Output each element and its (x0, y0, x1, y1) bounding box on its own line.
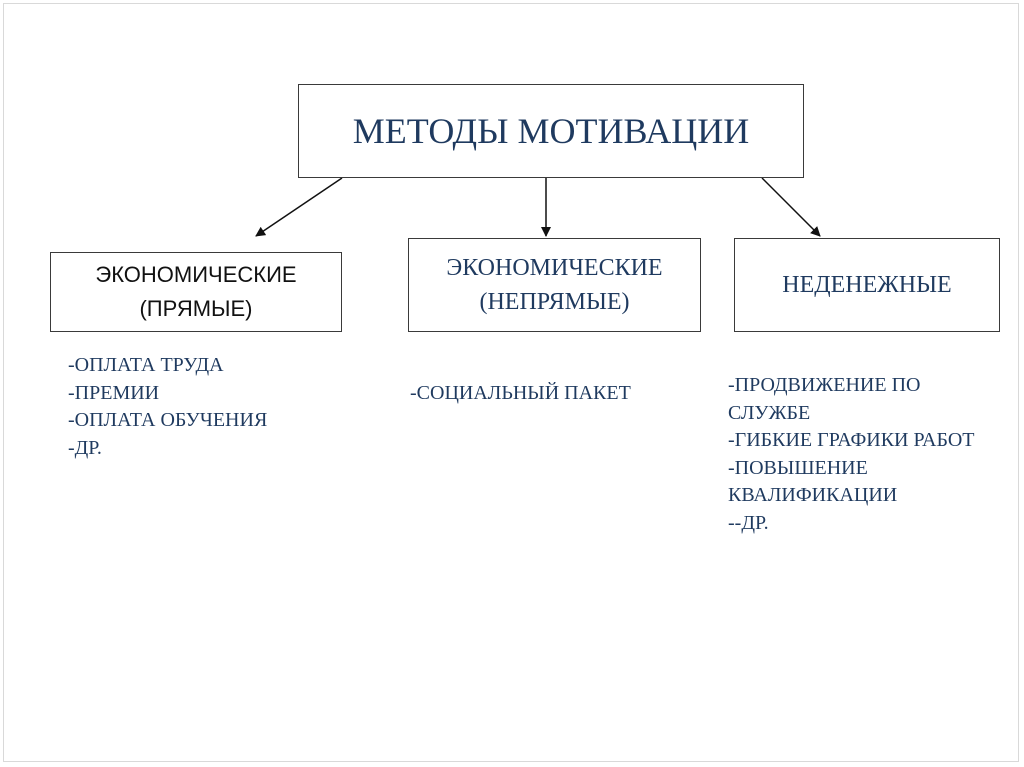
list-item: -ОПЛАТА ТРУДА (68, 354, 224, 376)
category-indirect-line1: ЭКОНОМИЧЕСКИЕ (446, 255, 663, 281)
list-item: КВАЛИФИКАЦИИ (728, 484, 898, 506)
list-item: --ДР. (728, 511, 769, 534)
list-item: -ПОВЫШЕНИЕ (728, 456, 868, 479)
category-direct-line1: ЭКОНОМИЧЕСКИЕ (95, 262, 297, 287)
category-nonmonetary-line1: НЕДЕНЕЖНЫЕ (782, 271, 952, 298)
list-item: -СОЦИАЛЬНЫЙ ПАКЕТ (410, 382, 631, 404)
arrow-to-nonmonetary (761, 177, 821, 237)
list-item: -ПРЕМИИ (68, 381, 160, 404)
list-item: -ДР. (68, 436, 102, 459)
arrow-to-direct (255, 177, 343, 237)
list-item: СЛУЖБЕ (728, 401, 811, 424)
root-title: МЕТОДЫ МОТИВАЦИИ (352, 111, 750, 151)
direct-items-list: -ОПЛАТА ТРУДА -ПРЕМИИ -ОПЛАТА ОБУЧЕНИЯ -… (68, 352, 267, 462)
nonmonetary-items-list: -ПРОДВИЖЕНИЕ ПО СЛУЖБЕ -ГИБКИЕ ГРАФИКИ Р… (728, 372, 975, 537)
category-direct-node: ЭКОНОМИЧЕСКИЕ (ПРЯМЫЕ) (50, 252, 342, 332)
category-indirect-line2: (НЕПРЯМЫЕ) (479, 289, 630, 315)
category-nonmonetary-node: НЕДЕНЕЖНЫЕ (734, 238, 1000, 332)
slide-frame (3, 3, 1019, 762)
category-indirect-node: ЭКОНОМИЧЕСКИЕ (НЕПРЯМЫЕ) (408, 238, 701, 332)
root-node: МЕТОДЫ МОТИВАЦИИ (298, 84, 804, 178)
indirect-items-list: -СОЦИАЛЬНЫЙ ПАКЕТ (410, 380, 631, 407)
list-item: -ГИБКИЕ ГРАФИКИ РАБОТ (728, 429, 975, 451)
list-item: -ОПЛАТА ОБУЧЕНИЯ (68, 409, 268, 431)
list-item: -ПРОДВИЖЕНИЕ ПО (728, 374, 921, 396)
category-direct-line2: (ПРЯМЫЕ) (139, 296, 253, 321)
